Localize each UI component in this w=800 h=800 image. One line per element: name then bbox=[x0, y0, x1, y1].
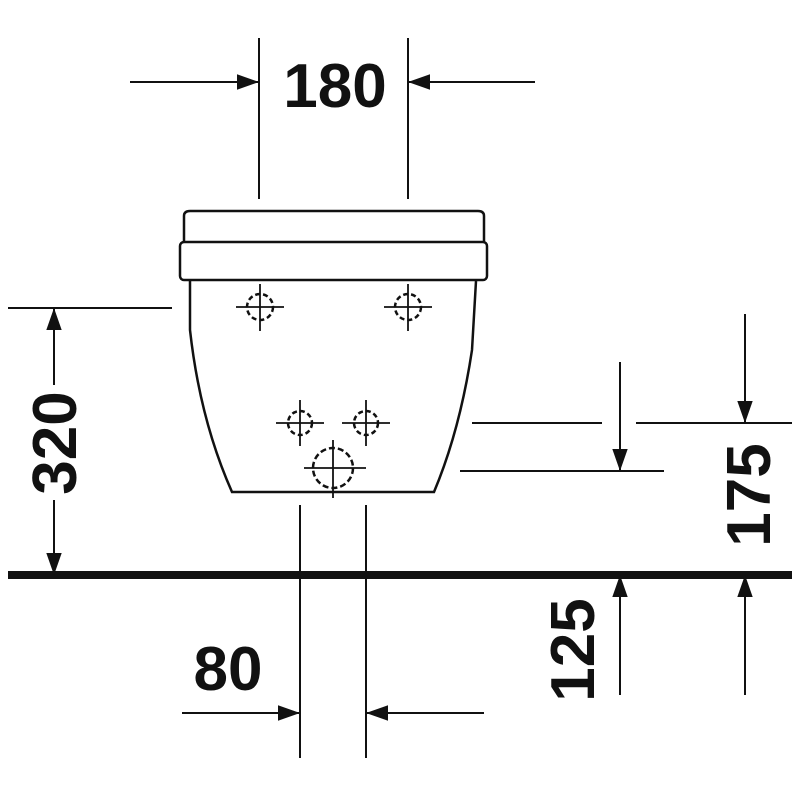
dimension-bottom-width bbox=[182, 505, 484, 758]
fixing-hole-lower-left bbox=[276, 400, 324, 446]
dimension-top-width bbox=[130, 38, 535, 199]
dimension-label-top-width: 180 bbox=[283, 52, 386, 121]
seat-lid bbox=[182, 209, 486, 242]
dimension-overall-height bbox=[8, 307, 172, 575]
dimension-label-right-height: 175 bbox=[715, 443, 784, 546]
dimension-label-bottom-height: 125 bbox=[539, 598, 608, 701]
dimension-right-height bbox=[460, 314, 792, 695]
drain-outlet bbox=[304, 440, 366, 498]
fixing-hole-upper-right bbox=[384, 284, 432, 331]
seat-rim bbox=[178, 240, 489, 282]
fixing-hole-upper-left bbox=[236, 284, 284, 331]
fixing-hole-lower-right bbox=[342, 400, 390, 446]
mounting-points bbox=[236, 284, 432, 498]
dimension-label-overall-height: 320 bbox=[21, 391, 90, 494]
dimension-label-bottom-width: 80 bbox=[194, 635, 263, 704]
